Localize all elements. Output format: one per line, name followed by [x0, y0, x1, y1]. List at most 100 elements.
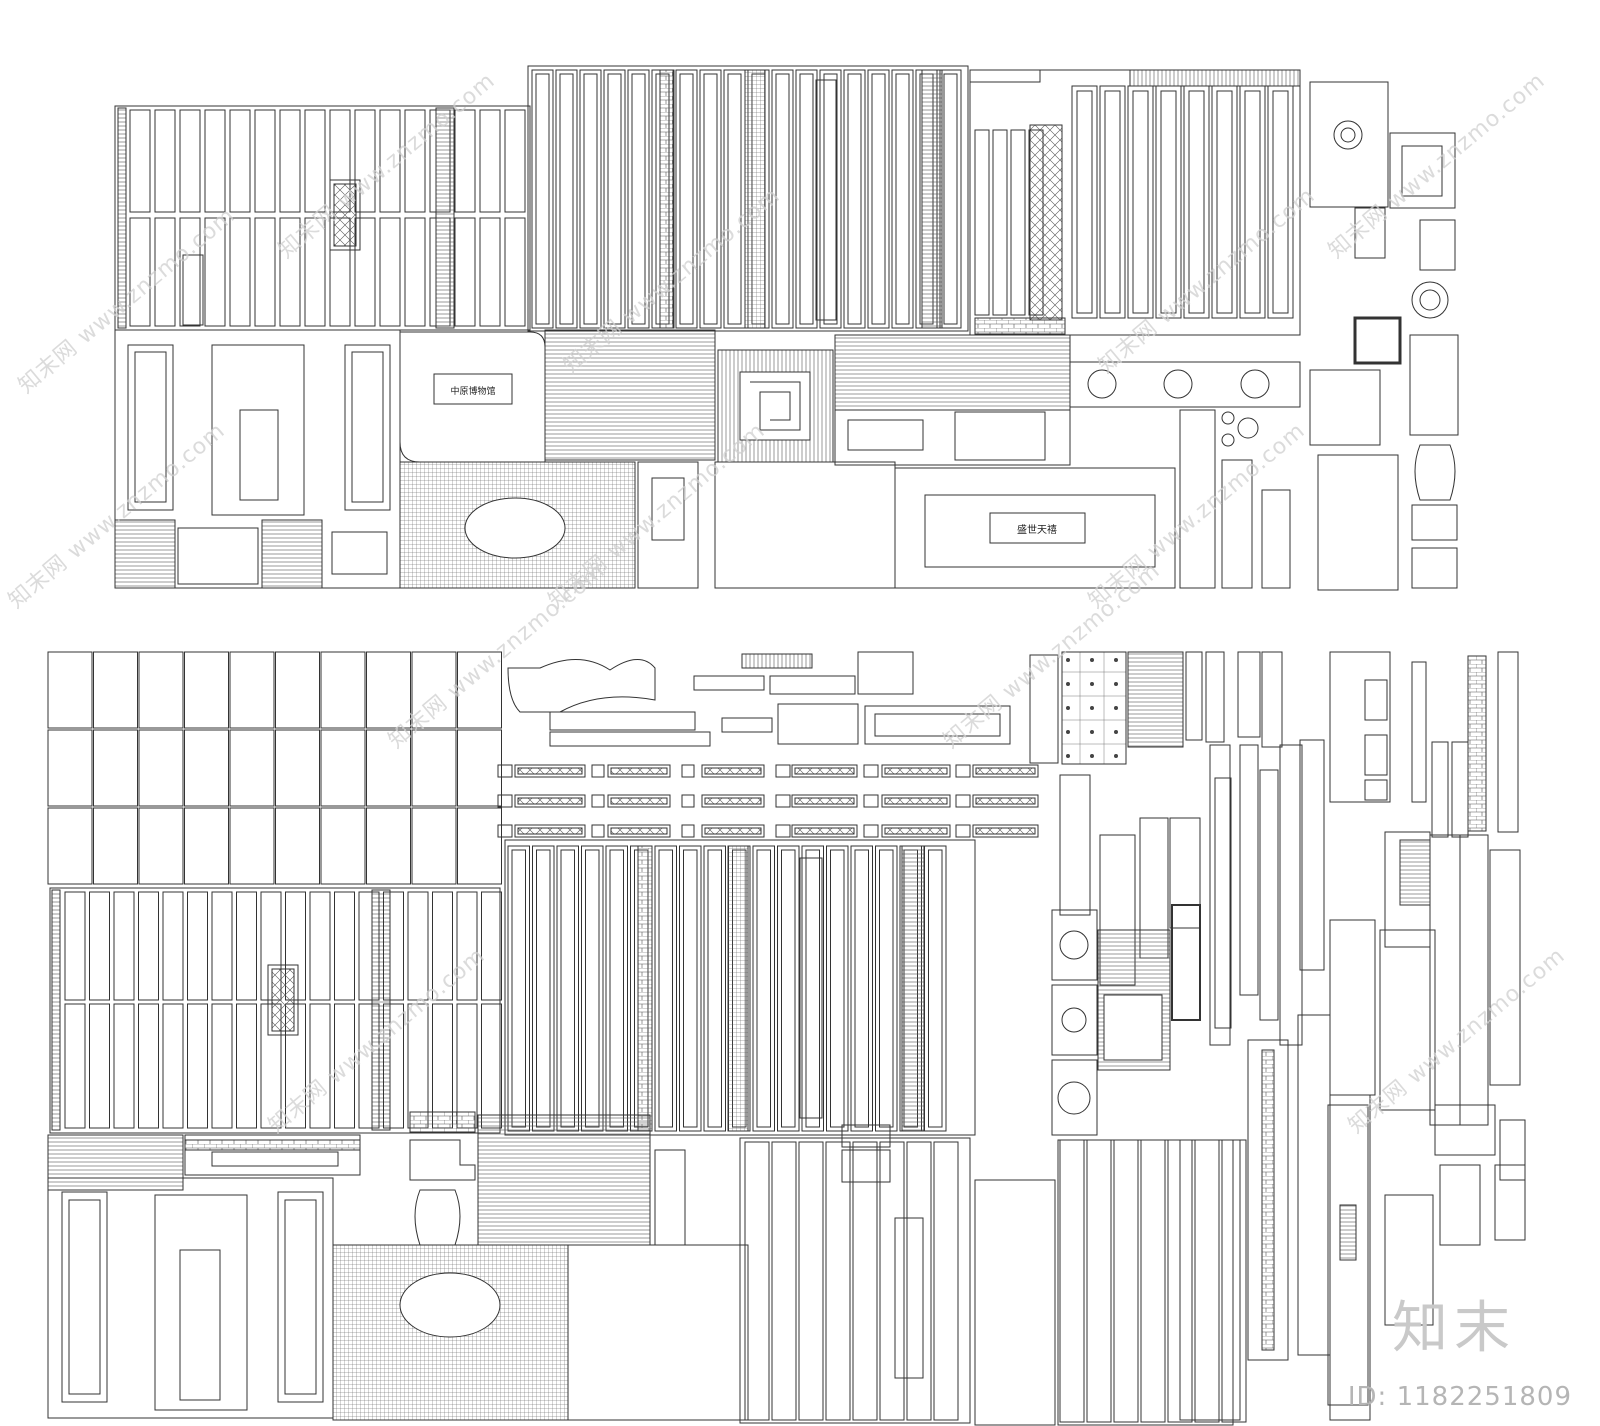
- trim-sample: [863, 824, 879, 838]
- panel-lower: [154, 217, 176, 327]
- trim-sample: [775, 794, 791, 808]
- tall-panel: [1140, 1139, 1166, 1423]
- trim-sample: [681, 794, 695, 808]
- panel-lower: [504, 217, 526, 327]
- trim-sample: [514, 794, 586, 808]
- pillar-panel: [1221, 459, 1253, 589]
- tall-panel: [532, 845, 555, 1132]
- pillar-panel: [1179, 409, 1216, 589]
- trim-sample: [972, 824, 1039, 838]
- top-cornice: [969, 69, 1041, 83]
- frame-inner: [1401, 145, 1443, 197]
- collage-panel: [1209, 744, 1231, 1046]
- panel-upper: [285, 891, 306, 1001]
- panel-inset: [823, 73, 838, 325]
- plaque-frame: [433, 373, 513, 405]
- collage-panel: [1489, 849, 1521, 1086]
- lattice-column: [1029, 124, 1063, 321]
- panel-lower: [432, 1003, 453, 1129]
- panel-inset: [830, 849, 845, 1128]
- tall-panel: [581, 845, 604, 1132]
- collage-panel: [1499, 1119, 1526, 1181]
- brand-logo: 知末: [1392, 1296, 1516, 1361]
- fret-panel: [1309, 369, 1381, 446]
- tall-panel: [801, 845, 824, 1132]
- frame-panel: [847, 419, 924, 451]
- panel-upper: [481, 891, 502, 1001]
- collage-panel: [1239, 744, 1259, 996]
- panel-upper: [187, 891, 208, 1001]
- carved-lattice-panel: [267, 964, 299, 1036]
- trim-sample-inner: [517, 827, 583, 835]
- medallion-row: [1069, 361, 1301, 408]
- panel-upper: [309, 891, 331, 1001]
- tall-panel: [843, 69, 866, 329]
- panel-upper: [179, 109, 201, 213]
- trim-sample: [607, 764, 671, 778]
- tall-panel: [1167, 1139, 1193, 1423]
- panel-upper: [236, 891, 257, 1001]
- panel-upper: [113, 891, 135, 1001]
- blank-tile: [320, 807, 366, 885]
- trim-sample: [863, 794, 879, 808]
- tall-panel: [1267, 85, 1294, 319]
- tall-panel: [850, 845, 873, 1132]
- tall-panel: [1127, 85, 1154, 319]
- plaque-panel: [924, 494, 1156, 568]
- door-elevation-block: [47, 1177, 334, 1419]
- hatch-panel: [834, 334, 1071, 411]
- trim-sample: [791, 794, 858, 808]
- panel-inset: [1076, 90, 1093, 314]
- collage-panel: [1459, 834, 1489, 1126]
- square-frame: [1103, 994, 1163, 1061]
- hatch-strip: [901, 845, 925, 1132]
- trim-sample: [881, 824, 951, 838]
- plaque-text: 盛世天禧: [1017, 523, 1057, 536]
- hatch-block: [261, 519, 323, 589]
- label-inlay: [1339, 1204, 1357, 1261]
- trim-sample: [701, 764, 765, 778]
- panel-lower: [229, 217, 251, 327]
- panel-lower: [211, 1003, 233, 1129]
- tall-panel: [605, 845, 628, 1132]
- panel-upper: [383, 891, 404, 1001]
- panel-upper: [304, 109, 326, 213]
- blank-tile: [275, 729, 320, 807]
- panel-inset: [560, 849, 575, 1128]
- panel-lower: [358, 1003, 380, 1129]
- tall-panel: [879, 1141, 905, 1421]
- frame-panel: [177, 527, 259, 585]
- round-medallion: [1061, 1007, 1087, 1033]
- plaque-board: [399, 331, 546, 463]
- trim-sample-inner: [794, 767, 855, 775]
- panel-lower: [481, 1003, 502, 1129]
- panel-lower: [279, 217, 301, 327]
- panel-lower: [162, 1003, 184, 1129]
- tall-panel-block: [527, 65, 969, 332]
- panel-inset: [536, 849, 551, 1128]
- panel-inset: [703, 73, 718, 325]
- brick-block: [409, 1111, 476, 1133]
- diamond-panel: [1419, 219, 1456, 271]
- hatch-panel: [1399, 839, 1431, 906]
- hatch-block: [47, 1134, 184, 1191]
- panel-inset: [1244, 90, 1261, 314]
- niche-frame: [894, 1217, 924, 1379]
- collage-panel: [1364, 679, 1388, 721]
- trim-sample: [881, 764, 951, 778]
- panel-upper: [407, 891, 429, 1001]
- panel-lower: [113, 1003, 135, 1129]
- hatch-strip: [51, 889, 61, 1131]
- upper-elevation-group: 中原博物馆 盛世天禧: [114, 65, 1459, 591]
- fret-center: [739, 371, 811, 441]
- trim-strip: [721, 717, 773, 733]
- oval-mirror: [399, 1272, 501, 1338]
- tall-panel: [699, 69, 722, 329]
- blank-tile: [320, 729, 366, 807]
- collage-panel: [1169, 817, 1201, 929]
- panel-lower: [260, 1003, 282, 1129]
- panel-inset: [781, 849, 796, 1128]
- trim-sample: [514, 824, 586, 838]
- collage-panel: [1279, 744, 1303, 1046]
- panel-upper: [211, 891, 233, 1001]
